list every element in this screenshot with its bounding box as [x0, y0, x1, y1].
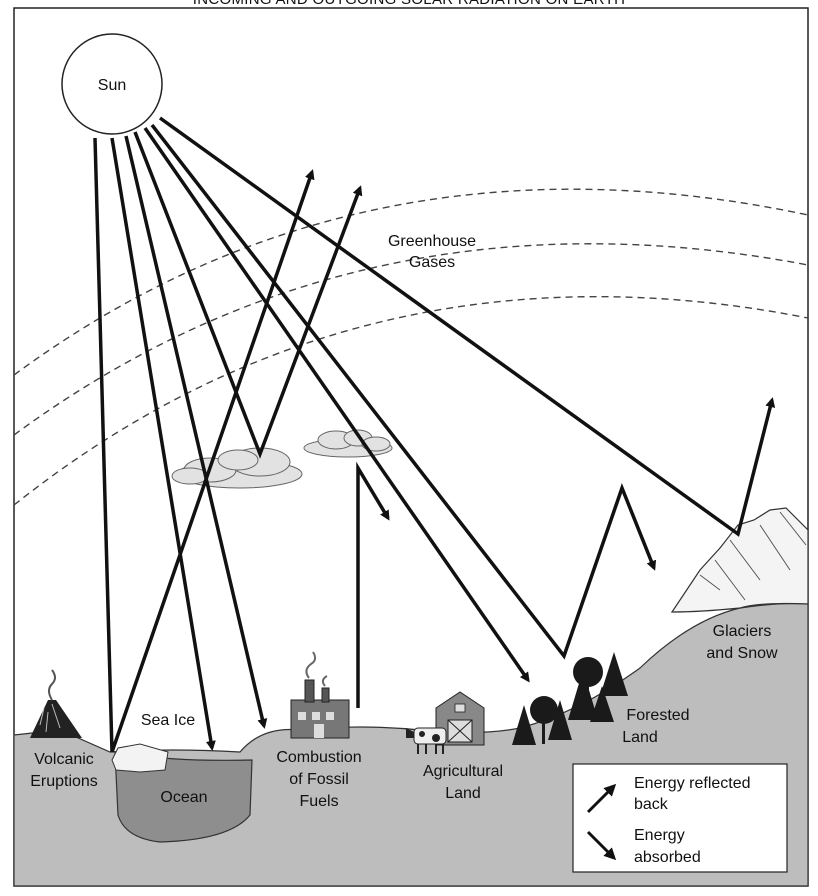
- factory-icon: [290, 651, 350, 739]
- cloud-right: [303, 429, 393, 458]
- legend-reflected-arrow-icon: [586, 783, 617, 814]
- forest-trees-icon: [512, 652, 628, 745]
- cow-icon: [406, 727, 447, 754]
- greenhouse-gas-layers: [14, 188, 808, 506]
- volcanic-label-line2: Eruptions: [30, 773, 98, 790]
- legend-box: [572, 763, 788, 873]
- glacier-ridges: [699, 511, 807, 601]
- sun-label: Sun: [98, 77, 126, 94]
- forested-label-line1: Forested: [626, 707, 689, 724]
- ray-ocean-absorbed: [110, 137, 216, 751]
- greenhouse-arc-inner: [14, 295, 808, 506]
- legend-absorbed-arrow-icon: [586, 830, 617, 861]
- forested-label-line2: Land: [622, 729, 658, 746]
- diagram-title: INCOMING AND OUTGOING SOLAR RADIATION ON…: [193, 0, 625, 8]
- greenhouse-arc-middle: [14, 243, 808, 436]
- barn-icon: [435, 691, 485, 746]
- ray-cloud-reflected: [133, 131, 363, 459]
- ray-volcano-reflected: [93, 137, 315, 753]
- combustion-label-line1: Combustion: [276, 749, 361, 766]
- ray-combustion-absorbed: [124, 135, 268, 729]
- ocean-label: Ocean: [160, 789, 207, 806]
- ray-forest-absorbed: [150, 123, 657, 660]
- combustion-label-line3: Fuels: [299, 793, 338, 810]
- combustion-label-line2: of Fossil: [289, 771, 349, 788]
- legend-absorbed-line1: Energy: [634, 827, 685, 844]
- glacier-mountain: [670, 507, 808, 613]
- sun: [61, 33, 163, 135]
- legend: Energy reflected back Energy absorbed: [572, 763, 788, 873]
- ray-glacier-reflected: [158, 116, 776, 537]
- ray-agriculture-absorbed: [143, 127, 530, 683]
- glaciers-label-line2: and Snow: [706, 645, 778, 662]
- legend-reflected-line1: Energy reflected: [634, 775, 751, 792]
- legend-absorbed-line2: absorbed: [634, 849, 701, 866]
- volcano-icon: [30, 669, 82, 738]
- sea-ice-label: Sea Ice: [141, 712, 195, 729]
- ocean-water: [114, 751, 253, 843]
- greenhouse-label-line2: Gases: [409, 254, 455, 271]
- ray-cloud-absorbed: [356, 461, 390, 708]
- agricultural-label-line1: Agricultural: [423, 763, 503, 780]
- greenhouse-arc-outer: [14, 188, 808, 376]
- radiation-arrows: [93, 116, 776, 753]
- glaciers-label-line1: Glaciers: [713, 623, 772, 640]
- legend-reflected-line2: back: [634, 796, 669, 813]
- greenhouse-label-line1: Greenhouse: [388, 233, 476, 250]
- agricultural-label-line2: Land: [445, 785, 481, 802]
- volcanic-label-line1: Volcanic: [34, 751, 94, 768]
- sea-ice: [111, 743, 169, 773]
